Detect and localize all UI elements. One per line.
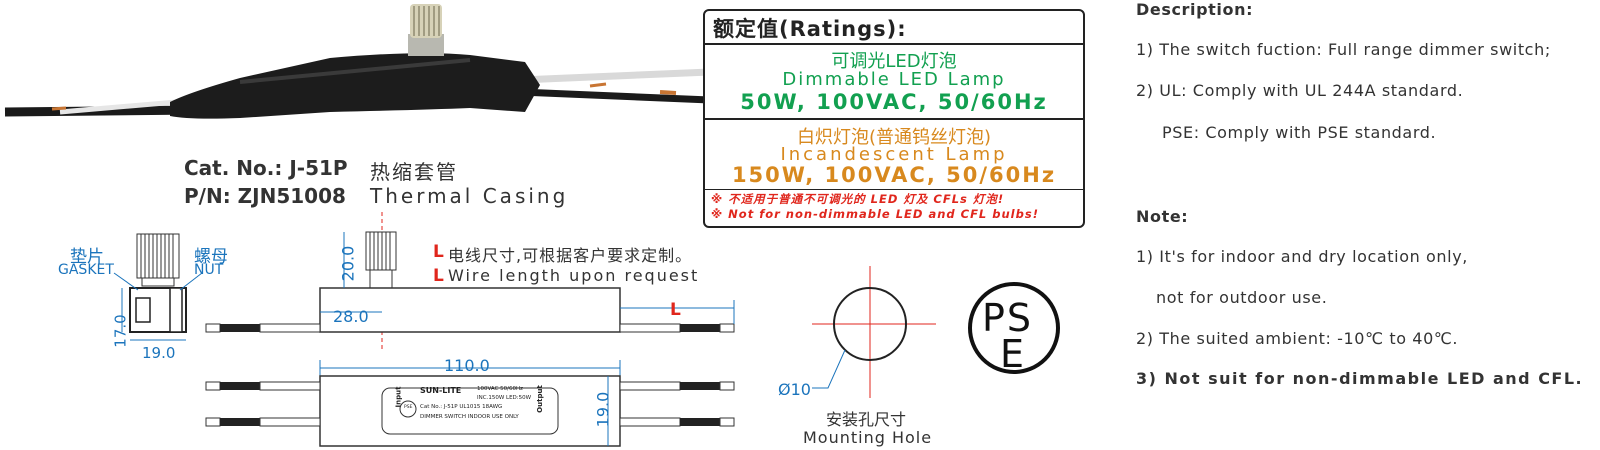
hole-label-en: Mounting Hole <box>803 428 933 447</box>
label-output: Output <box>535 385 544 413</box>
product-photo <box>4 4 710 119</box>
pse-logo-text-top: PS <box>982 296 1034 340</box>
ratings-title: 额定值(Ratings): <box>713 17 907 41</box>
note-heading: Note: <box>1136 207 1189 226</box>
note-item-1: 1) It's for indoor and dry location only… <box>1136 247 1468 266</box>
dim-knob-offset: 28.0 <box>333 307 369 326</box>
mounting-hole-drawing <box>812 266 936 398</box>
description-item-1: 1) The switch fuction: Full range dimmer… <box>1136 40 1551 59</box>
label-line-1: 100VAC 50/60Hz <box>477 386 524 392</box>
warning-cn: ※ 不适用于普通不可调光的 LED 灯及 CFLs 灯泡! <box>711 192 1005 206</box>
wire-length-cn: 电线尺寸,可根据客户要求定制。 <box>448 246 693 265</box>
dim-wire-length: L <box>670 300 681 320</box>
gasket-label-en: GASKET <box>58 262 114 278</box>
cat-number: Cat. No.: J-51P <box>184 156 348 180</box>
description-item-2: 2) UL: Comply with UL 244A standard. <box>1136 81 1464 100</box>
label-brand: SUN-LITE <box>420 386 462 395</box>
label-line-2: INC.150W LED:50W <box>477 395 532 401</box>
bottom-view-drawing <box>205 360 735 447</box>
part-number: P/N: ZJN51008 <box>184 184 346 208</box>
led-lamp-cn: 可调光LED灯泡 <box>831 51 957 72</box>
pse-logo-text-bottom: E <box>1000 332 1025 376</box>
wire-length-marker: L <box>433 242 444 262</box>
label-pse-mark: PSE <box>404 405 413 410</box>
label-line-3: Cat No.: J-51P UL1015 18AWG <box>420 404 503 410</box>
incandescent-cn: 白炽灯泡(普通钨丝灯泡) <box>796 127 992 148</box>
hole-diameter: Ø10 <box>778 380 811 399</box>
gasket-nut-drawing <box>113 233 203 341</box>
note-item-2: 2) The suited ambient: -10℃ to 40℃. <box>1136 329 1459 348</box>
nut-label-cn: 螺母 <box>194 247 228 267</box>
casing-cn: 热缩套管 <box>370 160 458 184</box>
description-heading: Description: <box>1136 0 1254 19</box>
dim-body-length: 110.0 <box>444 356 490 375</box>
hole-label-cn: 安装孔尺寸 <box>826 410 907 429</box>
side-view-drawing <box>205 212 735 352</box>
dim-knob-height: 20.0 <box>338 245 358 282</box>
pse-logo <box>968 282 1060 374</box>
incandescent-spec: 150W, 100VAC, 50/60Hz <box>731 163 1057 187</box>
led-lamp-spec: 50W, 100VAC, 50/60Hz <box>740 90 1048 114</box>
nut-label-en: NUT <box>194 262 224 278</box>
wire-length-marker-2: L <box>433 266 444 286</box>
dim-gasket-width: 19.0 <box>142 344 176 362</box>
label-input: Input <box>394 386 403 408</box>
gasket-label-cn: 垫片 <box>70 247 104 267</box>
wire-length-en: Wire length upon request <box>448 266 700 285</box>
description-item-3: PSE: Comply with PSE standard. <box>1162 123 1437 142</box>
ratings-box: 额定值(Ratings): 可调光LED灯泡 Dimmable LED Lamp… <box>703 9 1085 228</box>
label-line-4: DIMMER SWITCH INDOOR USE ONLY <box>420 414 519 420</box>
casing-en: Thermal Casing <box>370 184 569 208</box>
note-item-1-cont: not for outdoor use. <box>1156 288 1328 307</box>
dim-gasket-height: 17.0 <box>111 314 130 348</box>
dim-body-height: 19.0 <box>593 391 613 428</box>
note-item-3: 3) Not suit for non-dimmable LED and CFL… <box>1136 369 1584 388</box>
led-lamp-en: Dimmable LED Lamp <box>782 69 1006 90</box>
incandescent-en: Incandescent Lamp <box>780 144 1008 165</box>
warning-en: ※ Not for non-dimmable LED and CFL bulbs… <box>711 207 1039 221</box>
